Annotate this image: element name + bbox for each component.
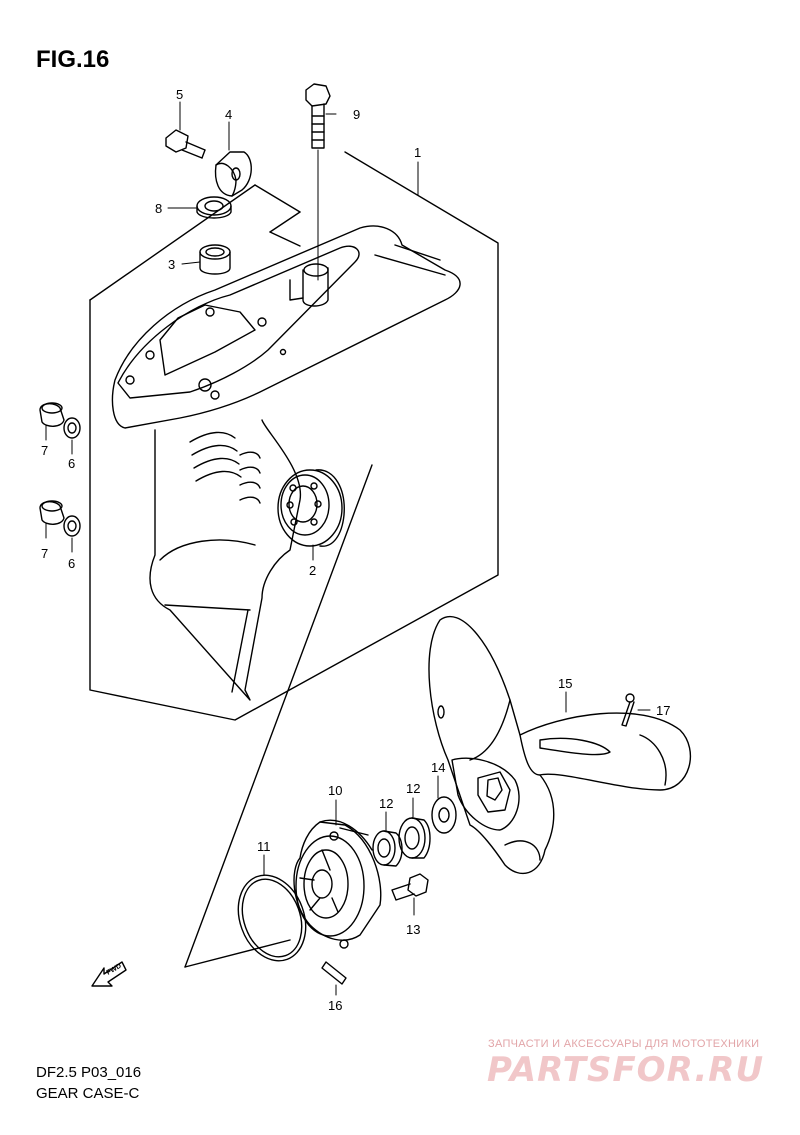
callout-3: 3 xyxy=(168,257,175,272)
callout-labels: 1 2 3 4 5 6 6 7 7 8 9 10 11 12 12 13 14 … xyxy=(41,87,670,1013)
callout-11: 11 xyxy=(257,839,271,854)
bearing-part-2 xyxy=(277,469,345,547)
callout-14: 14 xyxy=(431,760,445,775)
callout-16: 16 xyxy=(328,998,342,1013)
callout-15: 15 xyxy=(558,676,572,691)
callout-10: 10 xyxy=(328,783,342,798)
pin-part-16 xyxy=(321,961,347,996)
plug-and-gasket-upper xyxy=(39,402,81,455)
callout-4: 4 xyxy=(225,107,232,122)
seal-part-12a xyxy=(372,830,403,867)
bushing-part-3 xyxy=(199,244,231,275)
oil-seal-part-8 xyxy=(196,196,232,219)
model-code: DF2.5 P03_016 xyxy=(36,1064,142,1081)
callout-8: 8 xyxy=(155,201,162,216)
callout-7-upper: 7 xyxy=(41,443,48,458)
bolt-part-9 xyxy=(305,83,331,281)
callout-12-left: 12 xyxy=(379,796,393,811)
o-ring-part-11 xyxy=(237,874,307,962)
watermark-caption: ЗАПЧАСТИ И АКСЕССУАРЫ ДЛЯ МОТОТЕХНИКИ xyxy=(488,1038,760,1050)
callout-2: 2 xyxy=(309,563,316,578)
shaft-housing-part-10 xyxy=(293,819,382,949)
mount-rubber-part-4 xyxy=(214,151,252,197)
watermark-logo: PARTSFOR.RU xyxy=(487,1050,765,1090)
callout-7-lower: 7 xyxy=(41,546,48,561)
callout-12-right: 12 xyxy=(406,781,420,796)
fwd-arrow-icon: FWD xyxy=(91,961,127,987)
callout-13: 13 xyxy=(406,922,420,937)
washer-part-14 xyxy=(431,796,457,834)
bolt-part-13 xyxy=(391,873,429,916)
callout-17: 17 xyxy=(656,703,670,718)
assembly-frame xyxy=(89,151,499,968)
bolt-part-5 xyxy=(165,129,206,159)
figure-title: FIG.16 xyxy=(36,46,110,73)
callout-5: 5 xyxy=(176,87,183,102)
callout-6-lower: 6 xyxy=(68,556,75,571)
callout-9: 9 xyxy=(353,107,360,122)
seal-part-12b xyxy=(398,817,431,859)
propeller-part-15 xyxy=(428,615,691,875)
cotter-pin-part-17 xyxy=(621,693,651,727)
callout-1: 1 xyxy=(414,145,421,160)
section-name: GEAR CASE-C xyxy=(36,1085,140,1102)
plug-and-gasket-lower xyxy=(39,500,81,553)
leader-lines xyxy=(167,101,567,876)
callout-6-upper: 6 xyxy=(68,456,75,471)
gear-case xyxy=(111,225,461,701)
